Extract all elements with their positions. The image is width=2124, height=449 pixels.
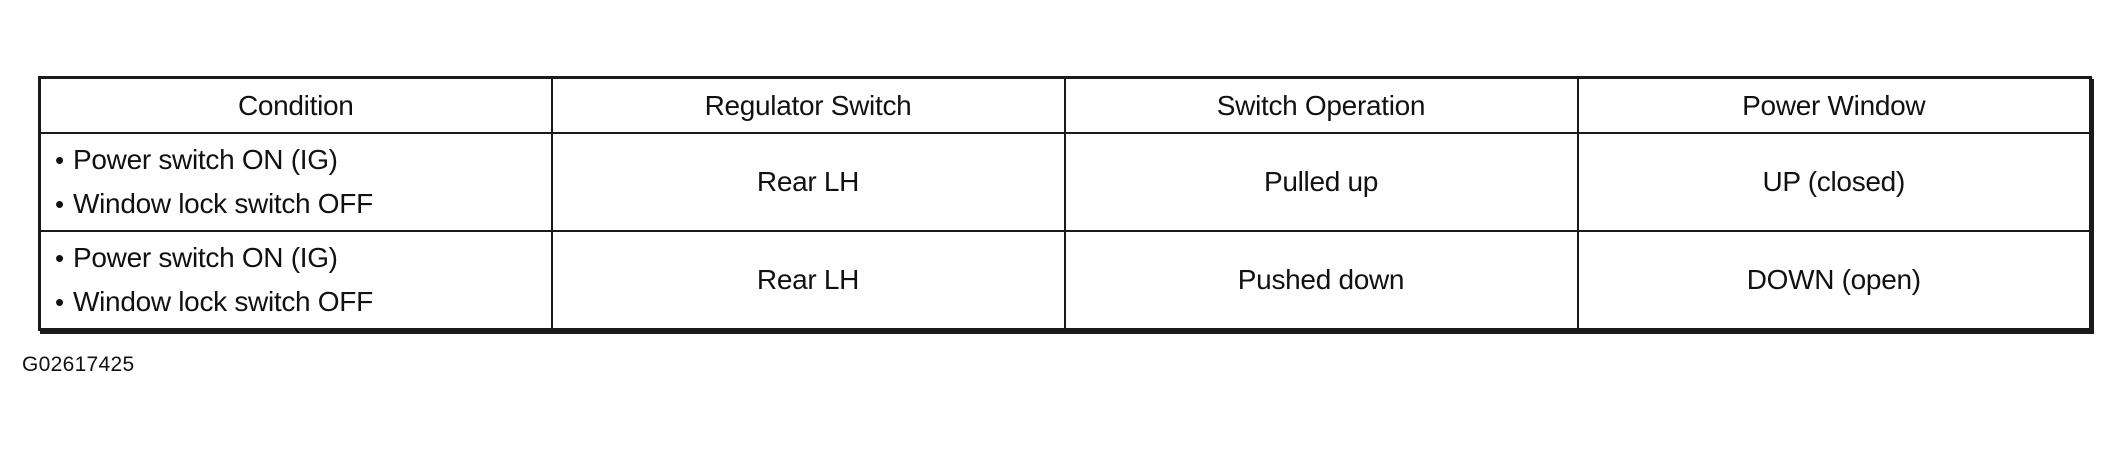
regulator-switch-cell: Rear LH <box>550 132 1066 232</box>
condition-item: • Window lock switch OFF <box>55 182 551 226</box>
regulator-switch-cell: Rear LH <box>550 230 1066 331</box>
bullet-icon: • <box>55 145 64 175</box>
table-row: • Power switch ON (IG) • Window lock switc… <box>38 230 2092 331</box>
condition-cell: • Power switch ON (IG) • Window lock switc… <box>38 132 553 232</box>
header-switch-operation: Switch Operation <box>1063 76 1579 134</box>
bullet-icon: • <box>55 189 64 219</box>
power-window-cell: UP (closed) <box>1576 132 2092 232</box>
operation-check-table: Condition Regulator Switch Switch Operat… <box>38 76 2092 331</box>
condition-item: • Window lock switch OFF <box>55 280 551 324</box>
condition-item: • Power switch ON (IG) <box>55 138 551 182</box>
condition-item: • Power switch ON (IG) <box>55 236 551 280</box>
switch-operation-cell: Pulled up <box>1063 132 1579 232</box>
condition-text: Window lock switch OFF <box>73 188 373 219</box>
table-header-row: Condition Regulator Switch Switch Operat… <box>38 76 2092 134</box>
power-window-cell: DOWN (open) <box>1576 230 2092 331</box>
condition-text: Power switch ON (IG) <box>73 242 338 273</box>
bullet-icon: • <box>55 243 64 273</box>
table-row: • Power switch ON (IG) • Window lock switc… <box>38 132 2092 232</box>
condition-cell: • Power switch ON (IG) • Window lock switc… <box>38 230 553 331</box>
switch-operation-cell: Pushed down <box>1063 230 1579 331</box>
header-power-window: Power Window <box>1576 76 2092 134</box>
condition-text: Power switch ON (IG) <box>73 144 338 175</box>
bullet-icon: • <box>55 287 64 317</box>
figure-id: G02617425 <box>22 353 135 376</box>
header-regulator-switch: Regulator Switch <box>550 76 1066 134</box>
condition-text: Window lock switch OFF <box>73 286 373 317</box>
header-condition: Condition <box>38 76 553 134</box>
